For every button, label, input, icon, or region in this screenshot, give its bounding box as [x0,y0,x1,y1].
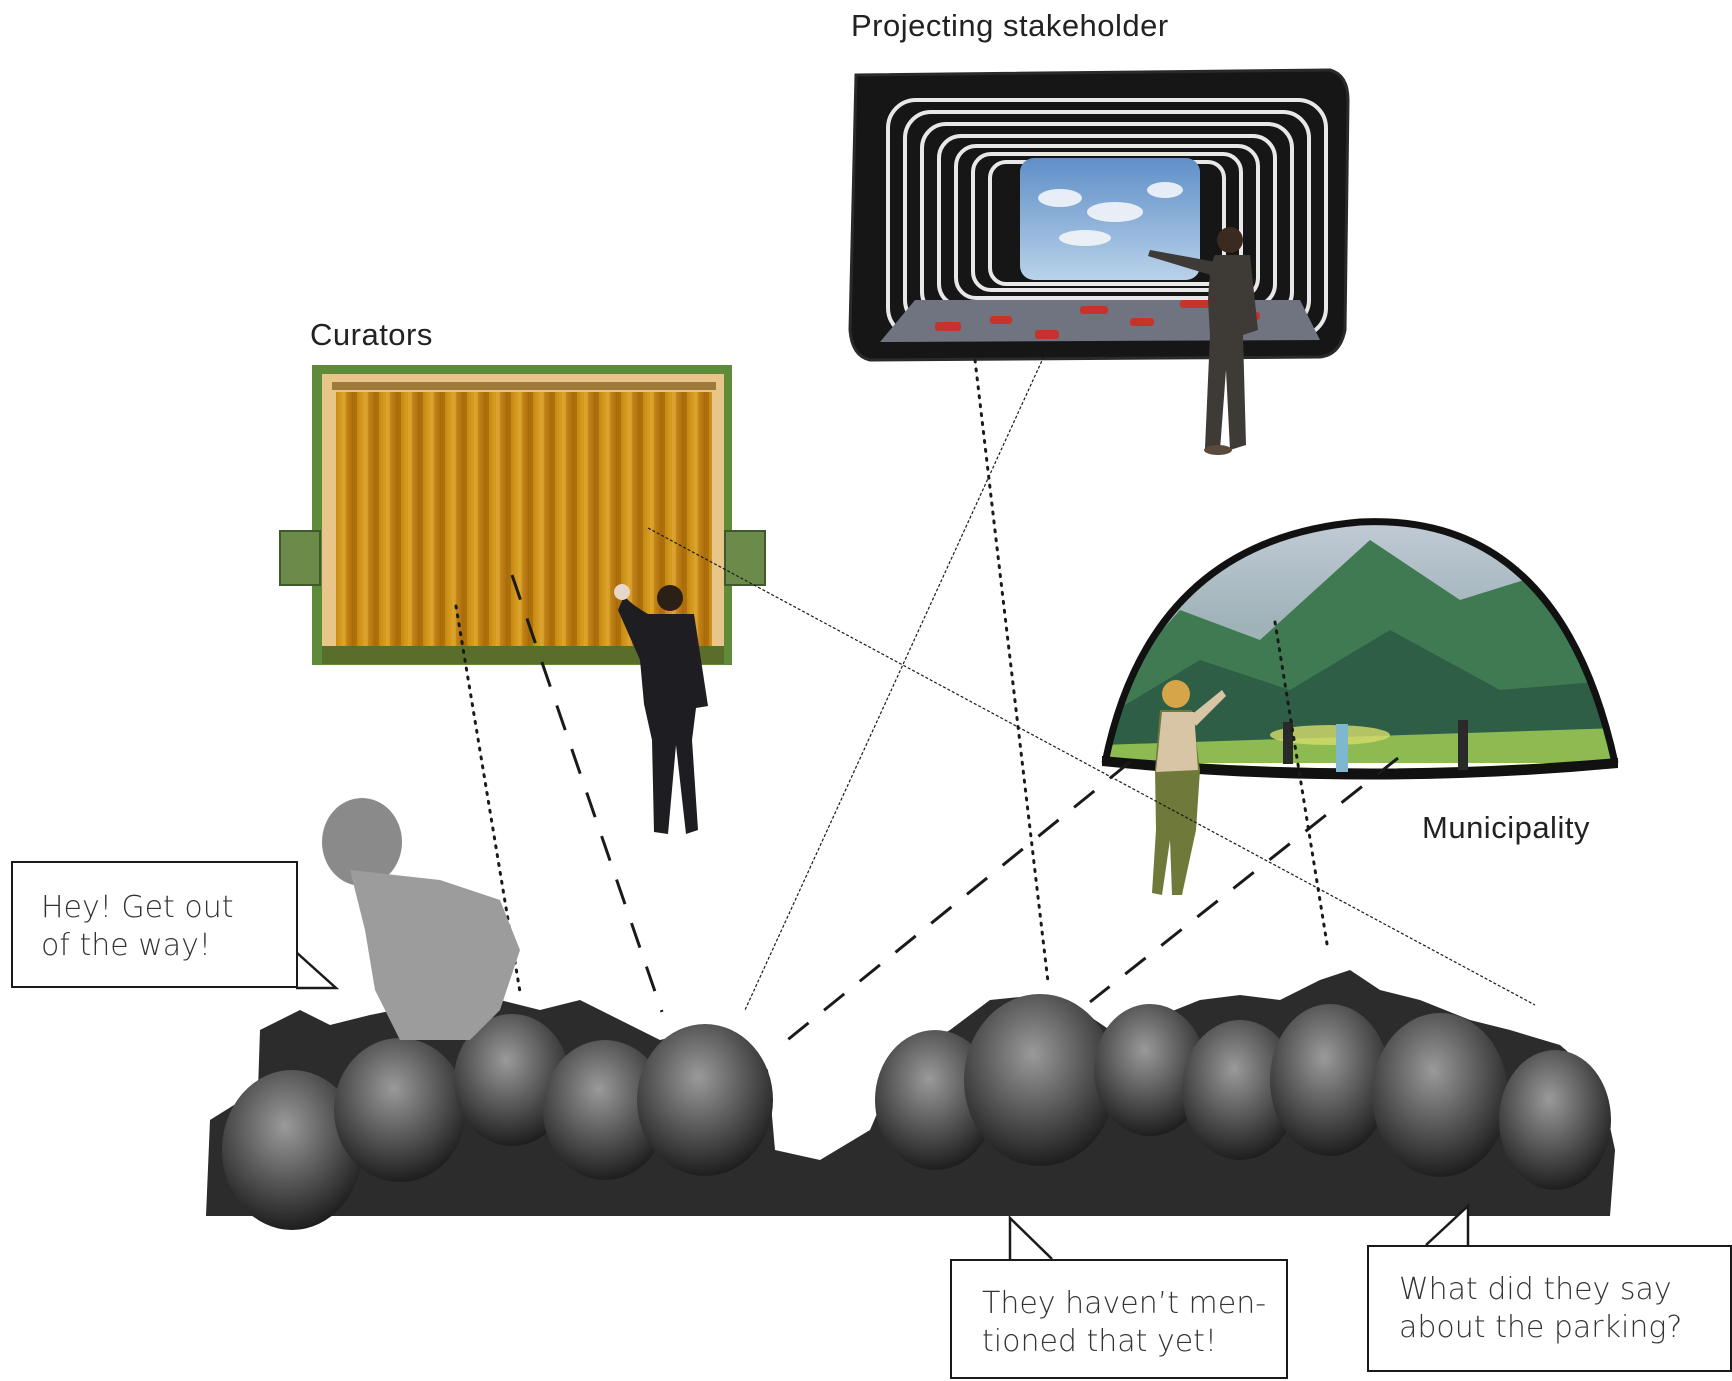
sight-line-curators-dashed [510,574,664,1013]
speech-bubble-not-mentioned: They haven’t men- tioned that yet! [950,1259,1288,1379]
audience-crowd [206,798,1615,1230]
projecting-stage-image [848,68,1350,455]
audience-head [454,1014,570,1146]
speech-bubble-line: They haven’t men- [982,1286,1267,1321]
sight-line-municipality-dashed-1 [779,760,1131,1048]
audience-head [1270,1004,1390,1156]
speech-bubble-line: tioned that yet! [982,1324,1217,1359]
curators-stage-image [279,365,766,834]
label-curators: Curators [310,317,433,352]
audience-head [543,1040,667,1180]
speech-bubble-line: Hey! Get out [41,890,234,925]
audience-head [875,1030,995,1170]
sight-line-municipality-dotted [1273,620,1330,952]
audience-head [1372,1013,1508,1177]
audience-head [334,1038,466,1182]
standing-audience-member [322,798,520,1040]
speech-bubble-line: What did they say [1399,1272,1672,1307]
curator-person [614,584,708,834]
sight-line-projecting-wavy [744,342,1051,1011]
speech-bubble-line: of the way! [41,928,211,963]
projecting-stakeholder-person [1148,227,1258,455]
audience-head [1182,1020,1298,1160]
audience-head [1499,1050,1611,1190]
speech-bubble-tails [295,951,1470,1260]
sight-line-curtain-wavy [647,527,1536,1006]
speech-bubble-get-out-of-the-way: Hey! Get out of the way! [11,861,298,988]
speech-bubble-parking-question: What did they say about the parking? [1367,1245,1732,1372]
label-projecting-stakeholder: Projecting stakeholder [851,8,1169,43]
speech-bubble-line: about the parking? [1399,1310,1683,1345]
label-municipality: Municipality [1422,810,1590,845]
audience-head [637,1024,773,1176]
sight-line-municipality-dashed-2 [1089,756,1399,1004]
municipality-person [1152,680,1226,895]
audience-head [964,994,1116,1166]
audience-head [222,1070,362,1230]
audience-head [1094,1004,1206,1136]
sight-line-projecting-dotted [973,358,1050,984]
